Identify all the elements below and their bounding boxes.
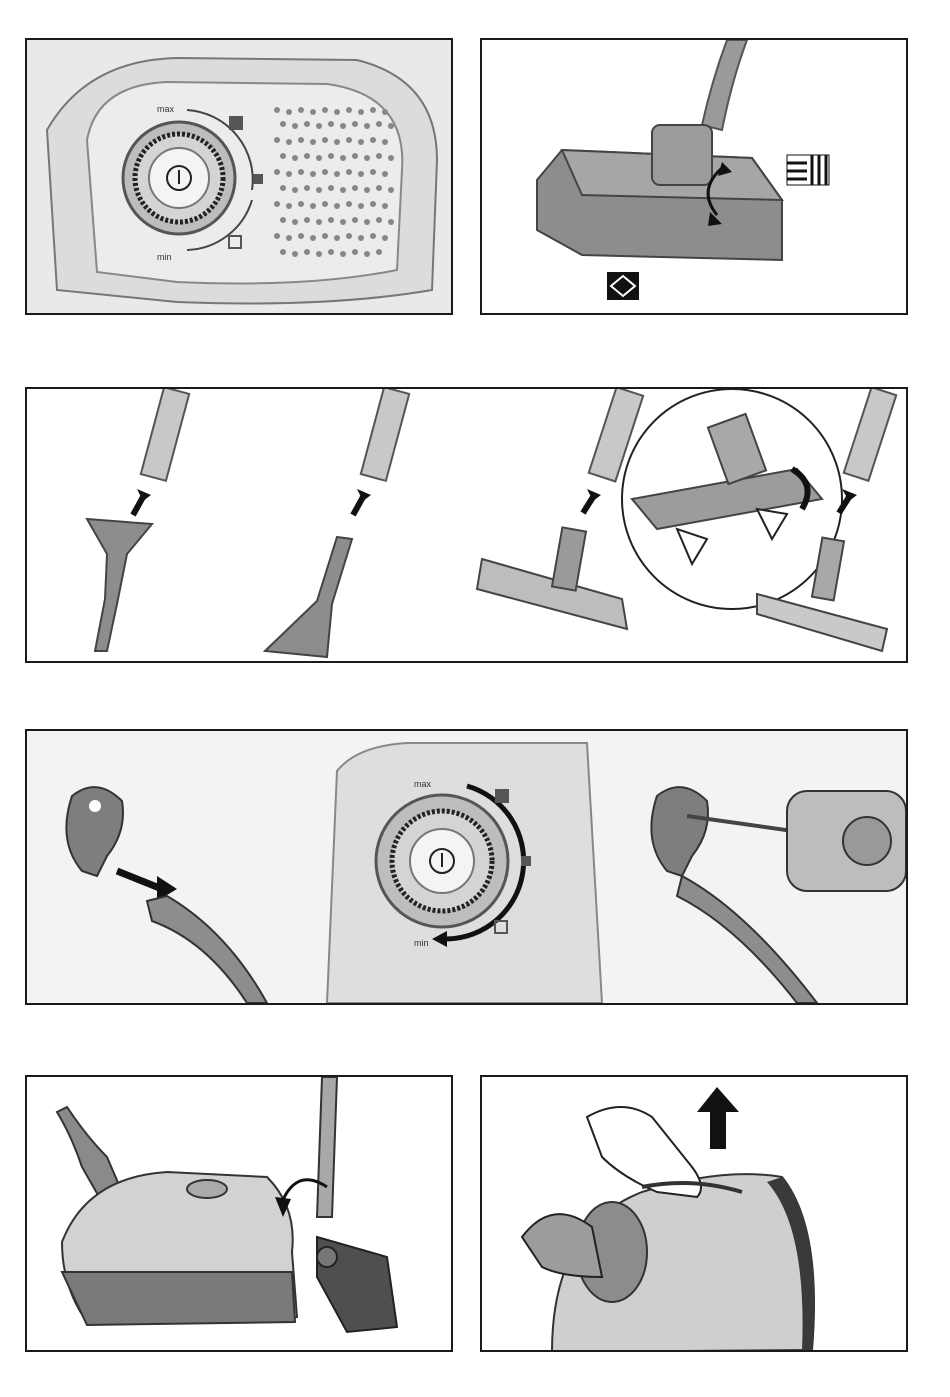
figure-1-illustration: max min [27, 40, 451, 313]
dial-min-label: min [157, 252, 172, 262]
figure-2-illustration [482, 40, 906, 313]
figure-6-panel [480, 1075, 908, 1352]
carpet-symbol-icon [229, 116, 243, 130]
dial-max-label: max [157, 104, 175, 114]
figure-3-illustration [27, 389, 906, 661]
figure-2-panel [480, 38, 908, 315]
hard-floor-symbol-icon [787, 155, 829, 185]
figure-5-illustration [27, 1077, 451, 1350]
upholstery-symbol-icon [521, 856, 531, 866]
dial-min-label: min [414, 938, 429, 948]
dial-max-label: max [414, 779, 432, 789]
figure-4-illustration: max min [27, 731, 906, 1003]
upholstery-symbol-icon [253, 174, 263, 184]
lamp-icon [89, 800, 101, 812]
figure-1-panel: max min [25, 38, 453, 315]
figure-4-panel: max min [25, 729, 908, 1005]
carpet-symbol-icon [495, 789, 509, 803]
figure-5-panel [25, 1075, 453, 1352]
carpet-symbol-icon [607, 272, 639, 300]
figure-6-illustration [482, 1077, 906, 1350]
figure-3-panel [25, 387, 908, 663]
